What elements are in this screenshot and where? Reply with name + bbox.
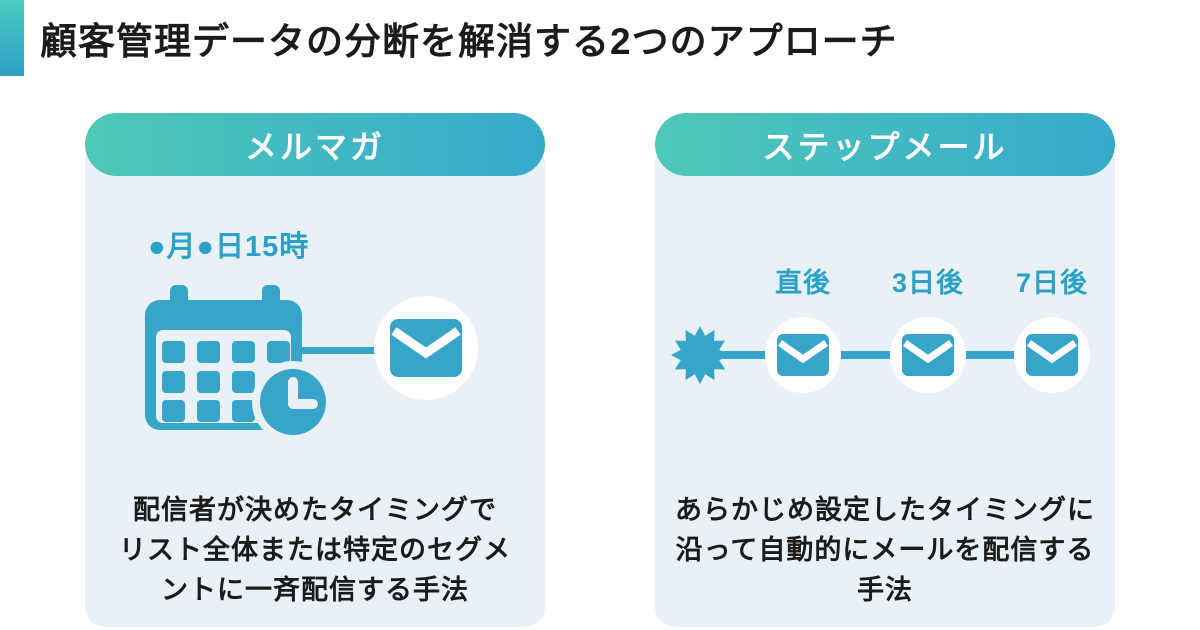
description-line: 手法: [857, 575, 913, 605]
description-line: 沿って自動的にメールを配信する: [675, 535, 1095, 565]
description-line: リスト全体または特定のセグメ: [119, 535, 511, 565]
header: 顧客管理データの分断を解消する2つのアプローチ: [0, 0, 1200, 76]
description-line: ントに一斉配信する手法: [161, 575, 469, 605]
page-title: 顧客管理データの分断を解消する2つのアプローチ: [40, 21, 898, 62]
accent-bar: [0, 0, 24, 76]
card-stepmail: ステップメール 直後 3日後 7日後: [655, 113, 1115, 627]
schedule-label: ●月●日15時: [148, 231, 310, 263]
card-stepmail-header-pill: ステップメール: [655, 113, 1115, 176]
burst-icon: [671, 326, 729, 384]
card-merumaga-description: 配信者が決めたタイミングで リスト全体または特定のセグメ ントに一斉配信する手法: [85, 490, 545, 610]
mail-icon: [374, 296, 478, 400]
connector-line: [700, 351, 1052, 359]
mail-icon: [1014, 317, 1090, 393]
description-line: 配信者が決めたタイミングで: [133, 495, 497, 525]
mail-icon: [890, 317, 966, 393]
step-label-7days: 7日後: [1015, 268, 1089, 298]
card-stepmail-title: ステップメール: [762, 128, 1008, 165]
mail-icon: [765, 317, 841, 393]
card-merumaga: メルマガ ●月●日15時: [85, 113, 545, 627]
card-merumaga-title: メルマガ: [244, 128, 385, 165]
step-label-3days: 3日後: [891, 268, 965, 298]
card-merumaga-header-pill: メルマガ: [85, 113, 545, 176]
step-label-immediate: 直後: [775, 268, 831, 298]
description-line: あらかじめ設定したタイミングに: [675, 495, 1095, 525]
calendar-to-mail-graphic: [133, 283, 478, 458]
calendar-clock-icon: [145, 285, 334, 443]
step-mail-timeline-graphic: [660, 310, 1100, 400]
connector-line: [273, 347, 388, 354]
card-stepmail-description: あらかじめ設定したタイミングに 沿って自動的にメールを配信する 手法: [655, 490, 1115, 610]
